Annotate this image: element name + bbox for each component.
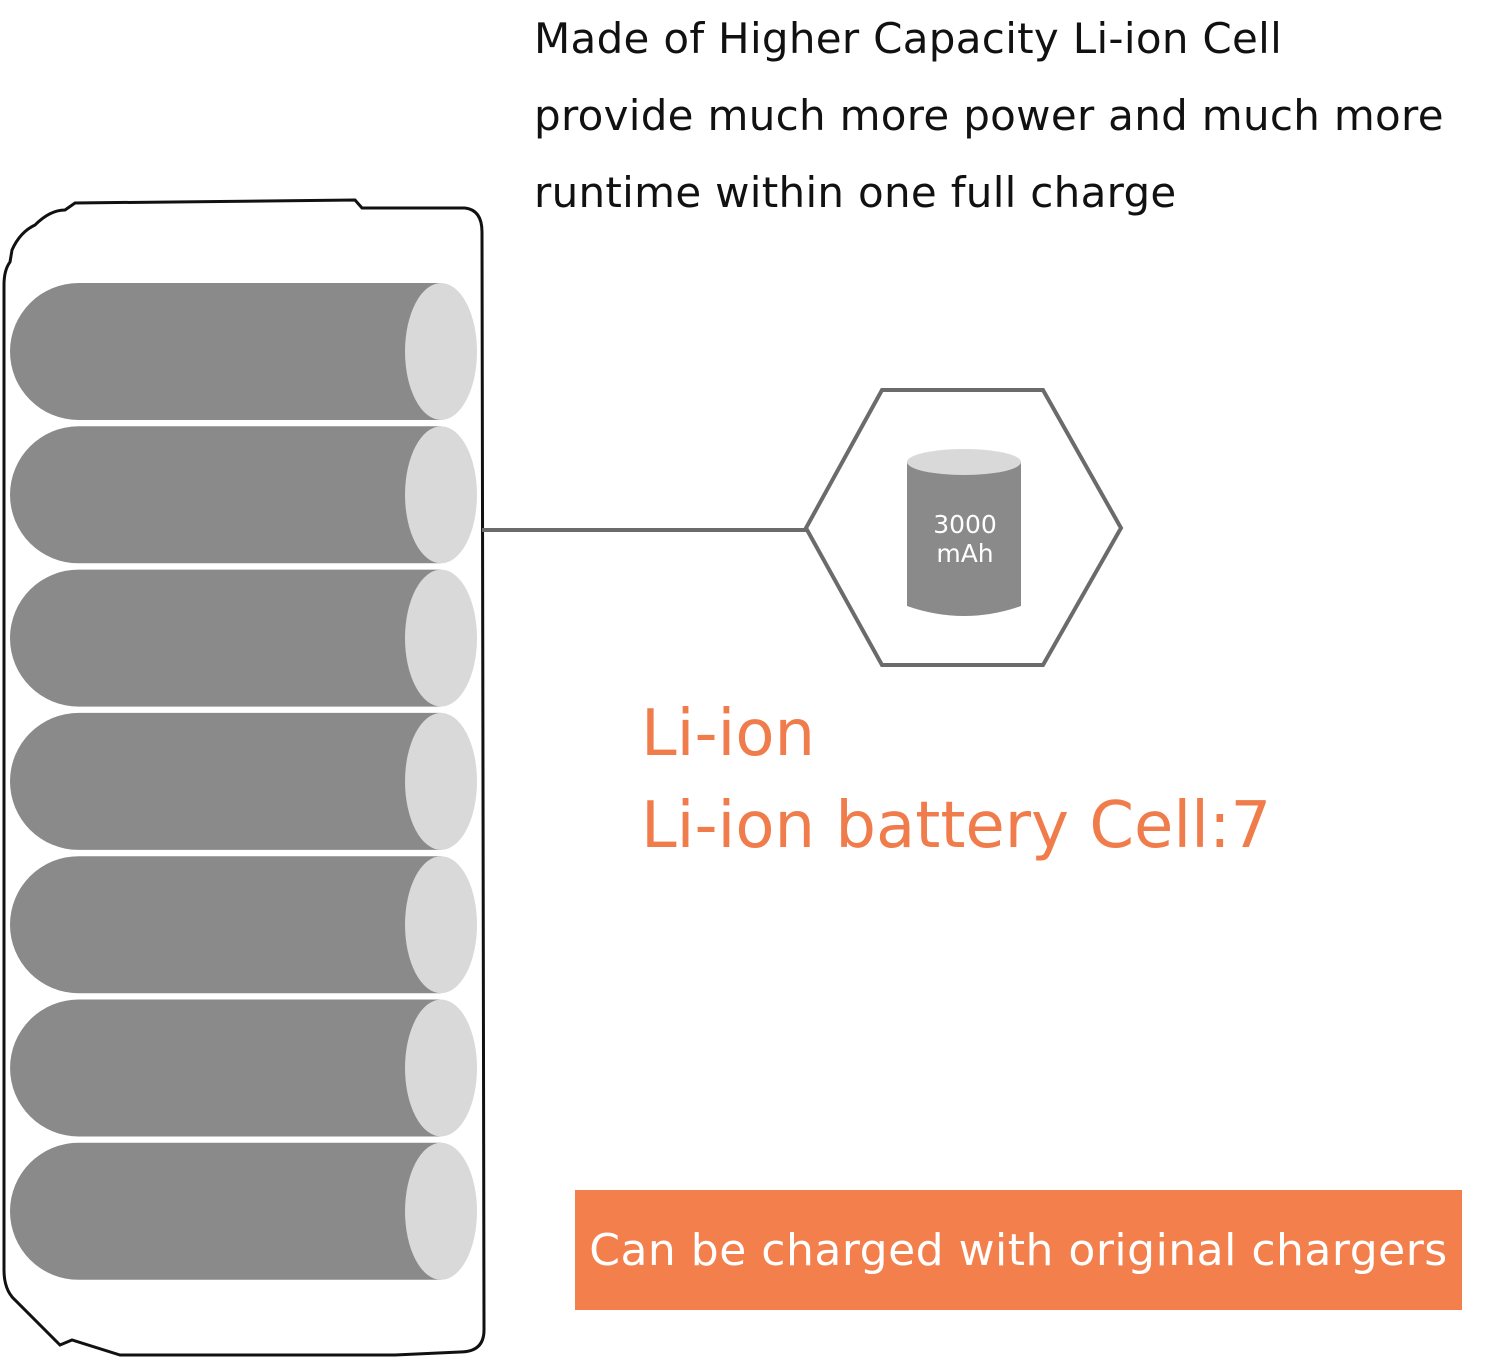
- cell-body: [9, 856, 441, 994]
- battery-cell: [9, 856, 477, 994]
- cell-cap: [405, 283, 477, 420]
- battery-cell: [9, 283, 477, 420]
- cell-cap: [405, 856, 477, 994]
- battery-pack-icon: [2, 198, 486, 1357]
- battery-type-line-2: Li-ion battery Cell:7: [641, 789, 1272, 863]
- cell-cap: [405, 999, 477, 1137]
- cell-stack: [9, 283, 477, 1280]
- capacity-unit: mAh: [936, 539, 993, 568]
- cell-cap: [405, 426, 477, 564]
- cell-cap: [405, 712, 477, 850]
- cell-body: [9, 426, 441, 564]
- headline-line-3: runtime within one full charge: [534, 168, 1177, 217]
- charger-banner: Can be charged with original chargers: [575, 1190, 1462, 1310]
- battery-cell: [10, 999, 477, 1137]
- battery-type-label: Li-ion Li-ion battery Cell:7: [641, 688, 1271, 872]
- cell-body: [10, 999, 441, 1137]
- cell-body: [9, 712, 441, 850]
- cell-body: [9, 1142, 441, 1280]
- battery-type-line-1: Li-ion: [641, 697, 816, 771]
- headline: Made of Higher Capacity Li-ion Cell prov…: [534, 0, 1492, 231]
- battery-cell: [9, 712, 477, 850]
- cell-body: [9, 569, 441, 707]
- cell-body: [9, 283, 441, 420]
- headline-line-2: provide much more power and much more: [534, 91, 1444, 140]
- battery-cell: [9, 426, 477, 564]
- cell-cap: [405, 569, 477, 707]
- cell-cap: [405, 1142, 477, 1280]
- headline-line-1: Made of Higher Capacity Li-ion Cell: [534, 14, 1283, 63]
- battery-cell: [9, 569, 477, 707]
- battery-cell: [9, 1142, 477, 1280]
- battery-cell-icon: 3000 mAh: [907, 449, 1021, 616]
- capacity-value: 3000: [933, 510, 997, 539]
- charger-banner-text: Can be charged with original chargers: [589, 1224, 1448, 1276]
